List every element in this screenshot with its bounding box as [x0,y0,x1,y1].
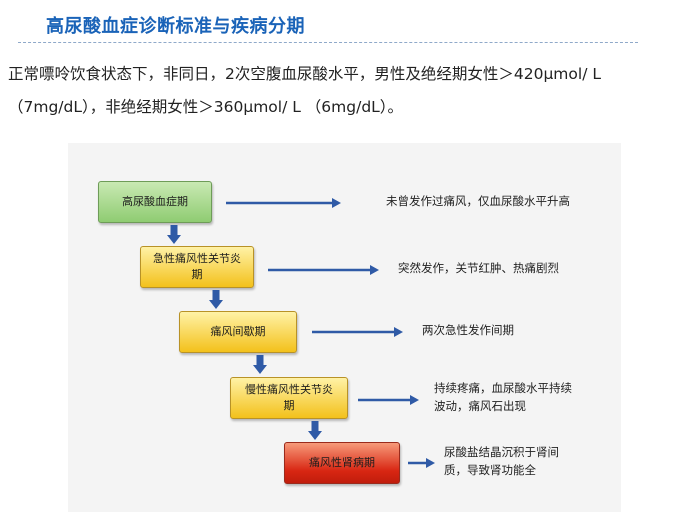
stage-4-down-arrow [308,421,322,440]
stage-desc: 两次急性发作间期 [422,321,514,339]
stage-2-right-arrow [268,265,379,275]
page-title: 高尿酸血症诊断标准与疾病分期 [46,16,305,37]
stage-desc-line: 两次急性发作间期 [422,323,514,337]
stage-2-down-arrow [209,290,223,309]
criteria-line-2: （7mg/dL），非绝经期女性＞360μmol/ L （6mg/dL）。 [8,98,404,116]
stage-label-line: 急性痛风性关节炎 [153,252,241,265]
stage-box-acute-gouty-arthritis: 急性痛风性关节炎 期 [140,246,254,288]
stage-label: 痛风性肾病期 [309,456,375,469]
stage-label: 高尿酸血症期 [122,195,188,208]
stage-desc: 持续疼痛，血尿酸水平持续 波动，痛风石出现 [434,379,572,415]
stage-4-right-arrow [358,395,419,405]
stage-5-right-arrow [408,458,435,468]
stage-3-down-arrow [253,355,267,374]
stage-desc-line: 未曾发作过痛风，仅血尿酸水平升高 [386,194,570,208]
stage-label: 痛风间歇期 [210,325,266,338]
stage-desc-line: 波动，痛风石出现 [434,399,526,413]
stage-1-down-arrow [167,225,181,244]
stage-box-chronic-gouty-arthritis: 慢性痛风性关节炎 期 [230,377,348,419]
stage-box-hyperuricemia: 高尿酸血症期 [98,181,212,223]
disease-stage-diagram: 高尿酸血症期 未曾发作过痛风，仅血尿酸水平升高 急性痛风性关节炎 期 突然发作，… [68,143,621,512]
diagnostic-criteria-text: 正常嘌呤饮食状态下，非同日，2次空腹血尿酸水平，男性及绝经期女性＞420μmol… [8,58,680,124]
title-divider [18,42,638,43]
stage-desc-line: 尿酸盐结晶沉积于肾间 [444,445,559,459]
stage-label-line: 慢性痛风性关节炎 [245,383,333,396]
stage-desc: 突然发作，关节红肿、热痛剧烈 [398,259,559,277]
stage-box-gouty-nephropathy: 痛风性肾病期 [284,442,400,484]
stage-3-right-arrow [312,327,403,337]
stage-desc-line: 质，导致肾功能全 [444,463,536,477]
stage-label-line: 期 [191,268,203,281]
stage-label-line: 期 [283,399,295,412]
stage-desc-line: 持续疼痛，血尿酸水平持续 [434,381,572,395]
criteria-line-1: 正常嘌呤饮食状态下，非同日，2次空腹血尿酸水平，男性及绝经期女性＞420μmol… [8,65,601,83]
stage-desc-line: 突然发作，关节红肿、热痛剧烈 [398,261,559,275]
stage-1-right-arrow [226,198,341,208]
stage-box-intercritical-gout: 痛风间歇期 [179,311,297,353]
stage-desc: 未曾发作过痛风，仅血尿酸水平升高 [386,192,570,210]
stage-desc: 尿酸盐结晶沉积于肾间 质，导致肾功能全 [444,443,559,479]
